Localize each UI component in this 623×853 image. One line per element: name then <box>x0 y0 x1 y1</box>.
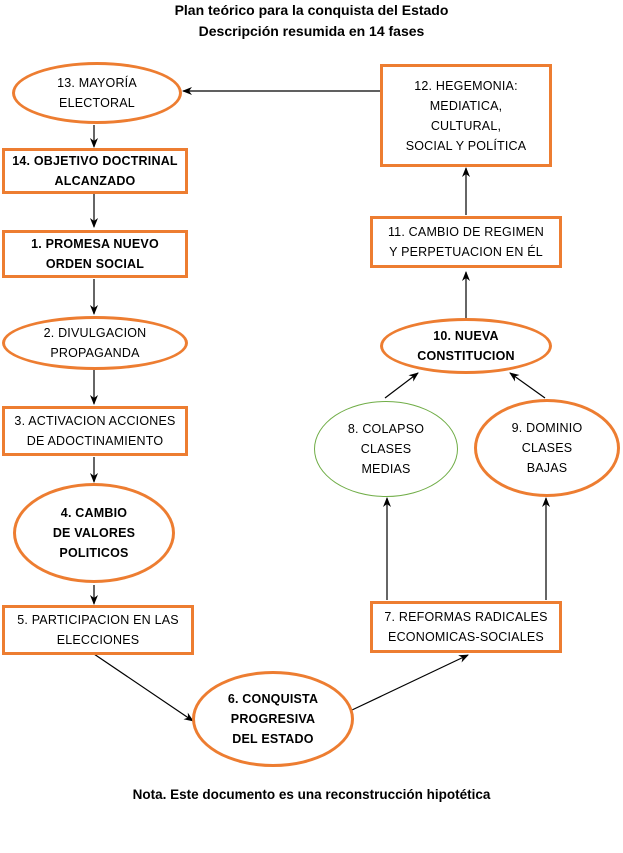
arrow-6-to-7 <box>351 654 469 711</box>
phase-5-line-1: 5. PARTICIPACION EN LAS <box>17 613 179 627</box>
phase-1-line-1: 1. PROMESA NUEVO <box>31 237 159 251</box>
phase-5-participacion: 5. PARTICIPACION EN LAS ELECCIONES <box>2 605 194 655</box>
phase-14-objetivo-doctrinal: 14. OBJETIVO DOCTRINAL ALCANZADO <box>2 148 188 194</box>
footer-note: Nota. Este documento es una reconstrucci… <box>132 787 491 802</box>
phase-8-line-3: MEDIAS <box>361 462 411 476</box>
phase-11-line-2: Y PERPETUACION EN ÉL <box>389 245 543 259</box>
phase-6-line-3: DEL ESTADO <box>232 732 314 746</box>
phase-13-mayoria-electoral: 13. MAYORÍA ELECTORAL <box>12 62 182 124</box>
phase-8-colapso: 8. COLAPSO CLASES MEDIAS <box>314 401 458 497</box>
phase-4-line-3: POLITICOS <box>59 546 129 560</box>
phase-11-cambio-regimen: 11. CAMBIO DE REGIMEN Y PERPETUACION EN … <box>370 216 562 268</box>
phase-12-line-4: SOCIAL Y POLÍTICA <box>405 138 527 153</box>
phase-4-line-2: DE VALORES <box>52 526 136 540</box>
arrow-8-to-10 <box>384 372 419 399</box>
phase-2-divulgacion: 2. DIVULGACION PROPAGANDA <box>2 316 188 370</box>
phase-1-promesa: 1. PROMESA NUEVO ORDEN SOCIAL <box>2 230 188 278</box>
phase-5-line-2: ELECCIONES <box>56 633 140 647</box>
phase-13-line-2: ELECTORAL <box>59 96 135 110</box>
phase-11-line-1: 11. CAMBIO DE REGIMEN <box>387 225 545 239</box>
phase-10-nueva-constitucion: 10. NUEVA CONSTITUCION <box>380 318 552 374</box>
diagram-title: Plan teórico para la conquista del Estad… <box>174 2 449 18</box>
phase-9-line-3: BAJAS <box>526 461 568 475</box>
phase-1-line-2: ORDEN SOCIAL <box>45 257 145 271</box>
phase-13-line-1: 13. MAYORÍA <box>57 76 137 90</box>
phase-8-line-2: CLASES <box>360 442 412 456</box>
phase-3-line-2: DE ADOCTINAMIENTO <box>26 434 164 448</box>
phase-9-line-2: CLASES <box>521 441 573 455</box>
phase-12-line-1: 12. HEGEMONIA: <box>414 78 518 93</box>
phase-12-line-3: CULTURAL, <box>430 118 502 133</box>
phase-14-line-1: 14. OBJETIVO DOCTRINAL <box>12 154 178 168</box>
phase-6-line-2: PROGRESIVA <box>230 712 316 726</box>
arrow-9-to-10 <box>509 372 546 399</box>
phase-9-dominio: 9. DOMINIO CLASES BAJAS <box>474 399 620 497</box>
phase-4-line-1: 4. CAMBIO <box>60 506 128 520</box>
phase-7-reformas: 7. REFORMAS RADICALES ECONOMICAS-SOCIALE… <box>370 601 562 653</box>
phase-2-line-1: 2. DIVULGACION <box>43 326 147 340</box>
phase-3-line-1: 3. ACTIVACION ACCIONES <box>14 414 176 428</box>
phase-8-line-1: 8. COLAPSO <box>347 422 425 436</box>
phase-7-line-1: 7. REFORMAS RADICALES <box>384 610 548 624</box>
phase-4-cambio-valores: 4. CAMBIO DE VALORES POLITICOS <box>13 483 175 583</box>
phase-2-line-2: PROPAGANDA <box>50 346 140 360</box>
phase-6-conquista: 6. CONQUISTA PROGRESIVA DEL ESTADO <box>192 671 354 767</box>
phase-14-line-2: ALCANZADO <box>54 174 136 188</box>
phase-12-line-2: MEDIATICA, <box>429 98 503 113</box>
phase-6-line-1: 6. CONQUISTA <box>227 692 319 706</box>
arrow-5-to-6 <box>93 653 194 722</box>
phase-9-line-1: 9. DOMINIO <box>511 421 583 435</box>
phase-10-line-2: CONSTITUCION <box>417 349 515 363</box>
phase-3-activacion: 3. ACTIVACION ACCIONES DE ADOCTINAMIENTO <box>2 406 188 456</box>
phase-10-line-1: 10. NUEVA <box>433 329 499 343</box>
diagram-subtitle: Descripción resumida en 14 fases <box>198 23 425 39</box>
phase-12-hegemonia: 12. HEGEMONIA: MEDIATICA, CULTURAL, SOCI… <box>380 64 552 167</box>
phase-7-line-2: ECONOMICAS-SOCIALES <box>388 630 544 644</box>
